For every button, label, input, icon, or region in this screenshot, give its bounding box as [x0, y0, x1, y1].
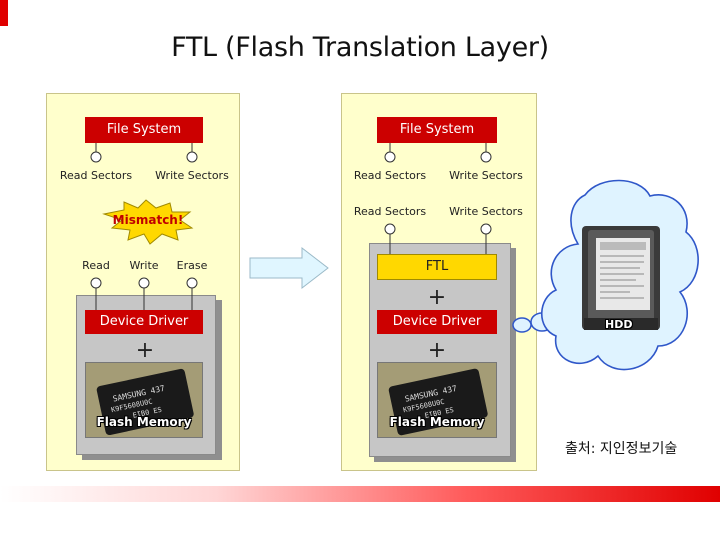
left-plus: +: [135, 338, 155, 363]
left-flash-memory-label: Flash Memory: [96, 415, 192, 429]
right-flash-chip: SAMSUNG 437 K9F5608U0C EIB0 ES Flash Mem…: [377, 362, 497, 438]
right-plus-2: +: [427, 338, 447, 363]
hdd-label: HDD: [605, 318, 633, 331]
left-flash-chip: SAMSUNG 437 K9F5608U0C EIB0 ES Flash Mem…: [85, 362, 203, 438]
left-read-sectors-label: Read Sectors: [59, 169, 133, 182]
right-write-connector-1: [480, 151, 492, 163]
footer-bar: [0, 486, 720, 502]
left-op-write-connector: [138, 277, 150, 289]
left-device-driver-box: Device Driver: [85, 310, 203, 334]
left-flash-chip-image: SAMSUNG 437 K9F5608U0C EIB0 ES: [86, 363, 202, 437]
left-op-erase-connector: [186, 277, 198, 289]
right-read-sectors-label-1: Read Sectors: [353, 169, 427, 182]
left-read-connector: [90, 151, 102, 163]
right-device-driver-box: Device Driver: [377, 310, 497, 334]
right-read-sectors-label-2: Read Sectors: [353, 205, 427, 218]
mismatch-label: Mismatch!: [113, 213, 184, 227]
left-op-read-connector: [90, 277, 102, 289]
mismatch-starburst: [102, 199, 194, 245]
right-flash-chip-image: SAMSUNG 437 K9F5608U0C EIB0 ES: [378, 363, 496, 437]
page-title: FTL (Flash Translation Layer): [171, 32, 549, 63]
right-write-sectors-label-1: Write Sectors: [449, 169, 523, 182]
left-file-system-box: File System: [85, 117, 203, 143]
left-op-read-label: Read: [82, 259, 110, 272]
right-plus-1: +: [427, 285, 447, 310]
left-write-connector: [186, 151, 198, 163]
transition-arrow: [249, 246, 329, 290]
right-flash-memory-label: Flash Memory: [389, 415, 485, 429]
source-caption: 출처: 지인정보기술: [565, 441, 678, 457]
left-op-write-label: Write: [129, 259, 159, 272]
left-op-erase-label: Erase: [176, 259, 208, 272]
right-read-connector-2: [384, 223, 396, 235]
right-write-sectors-label-2: Write Sectors: [449, 205, 523, 218]
right-write-connector-2: [480, 223, 492, 235]
right-ftl-box: FTL: [377, 254, 497, 280]
right-file-system-box: File System: [377, 117, 497, 143]
hdd-image: [582, 226, 660, 330]
left-write-sectors-label: Write Sectors: [155, 169, 229, 182]
right-read-connector-1: [384, 151, 396, 163]
corner-accent: [0, 0, 8, 26]
